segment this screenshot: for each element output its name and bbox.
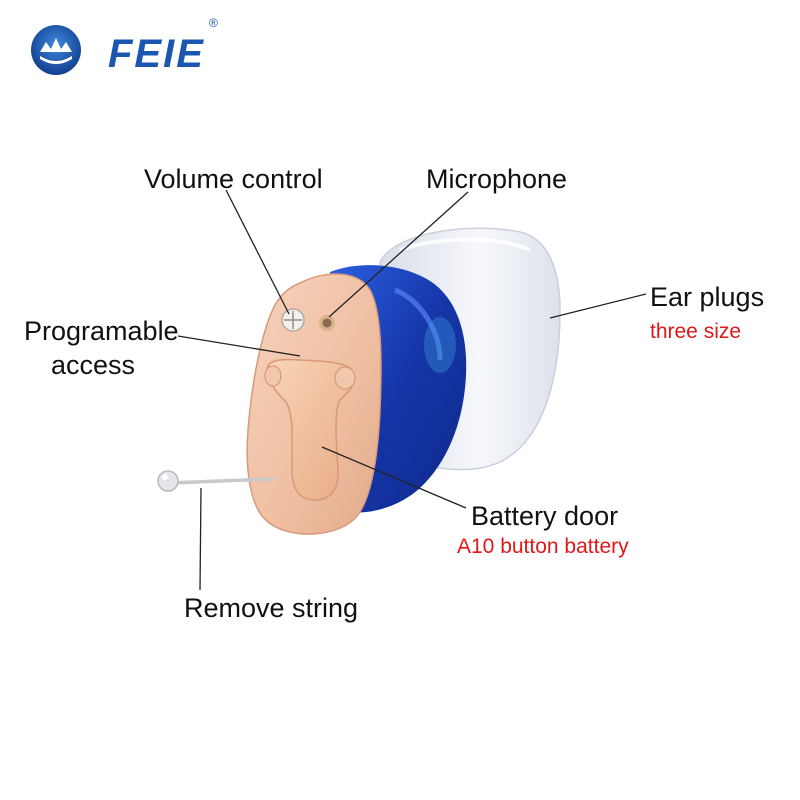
leader-programable-access [177, 335, 301, 357]
battery-door [264, 358, 356, 501]
label-ear-plugs: Ear plugs [650, 282, 765, 312]
brand-name: FEIE [108, 32, 205, 76]
leader-ear-plugs [549, 293, 647, 319]
registered-mark: ® [209, 16, 218, 30]
leader-volume-control [225, 189, 290, 315]
removal-string [157, 470, 274, 492]
brand-logo: FEIE ® [28, 16, 258, 82]
volume-control-dial [281, 308, 305, 332]
leader-remove-string [199, 487, 202, 591]
crown-emblem-icon [31, 25, 81, 75]
leader-lines [177, 189, 647, 591]
note-ear-plugs: three size [650, 320, 742, 343]
label-remove-string: Remove string [184, 593, 359, 623]
note-battery-door: A10 button battery [457, 535, 629, 558]
label-programable-line1: Programable [24, 316, 179, 346]
label-volume-control: Volume control [144, 164, 323, 194]
label-programable-line2: access [51, 350, 136, 380]
leader-microphone [328, 191, 469, 318]
label-microphone: Microphone [426, 164, 568, 194]
leader-battery-door [321, 446, 467, 509]
microphone-port [319, 315, 335, 331]
label-battery-door: Battery door [471, 501, 619, 531]
